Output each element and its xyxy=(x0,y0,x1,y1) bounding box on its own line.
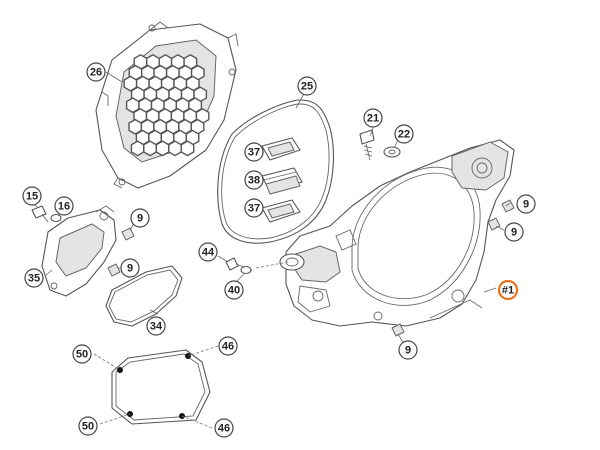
callout-c21: 21 xyxy=(363,108,383,128)
callout-circle xyxy=(120,258,140,278)
honeycomb-cell xyxy=(143,140,158,157)
callout-circle xyxy=(22,186,42,206)
callout-circle xyxy=(72,344,92,364)
part-washer-22 xyxy=(383,146,401,158)
callout-circle xyxy=(244,170,264,190)
callout-c46b: 46 xyxy=(214,418,234,438)
callout-label: 15 xyxy=(26,191,38,203)
callout-circle xyxy=(497,279,519,301)
callout-label: 38 xyxy=(248,175,260,187)
honeycomb-cell xyxy=(180,140,195,157)
callout-circle xyxy=(24,268,44,288)
callout-c50a: 50 xyxy=(72,344,92,364)
callout-label: 16 xyxy=(58,201,70,213)
honeycomb-cell xyxy=(130,140,145,157)
callout-label: 37 xyxy=(248,203,260,215)
part-seal-38 xyxy=(261,167,303,195)
callout-label: 50 xyxy=(82,421,94,433)
honeycomb-cell xyxy=(168,140,182,157)
callout-circle xyxy=(198,242,218,262)
part-ignition-cover xyxy=(95,21,239,189)
callout-label: 9 xyxy=(523,199,529,211)
callout-label: 22 xyxy=(398,129,410,141)
callout-c1: #1 xyxy=(497,279,519,301)
part-screw-15 xyxy=(31,205,49,223)
callout-circle xyxy=(398,340,418,360)
callout-circle xyxy=(146,316,166,336)
part-washer-16 xyxy=(50,213,62,223)
callout-c46a: 46 xyxy=(218,336,238,356)
callout-label: #1 xyxy=(502,285,514,297)
callout-c15: 15 xyxy=(22,186,42,206)
callout-circle xyxy=(78,416,98,436)
part-water-pump-cover xyxy=(41,205,117,297)
callout-label: 40 xyxy=(228,285,240,297)
callout-label: 9 xyxy=(137,213,143,225)
callout-label: 35 xyxy=(28,273,40,285)
callout-c37b: 37 xyxy=(244,198,264,218)
callout-label: 46 xyxy=(218,423,230,435)
callout-layer: 26 25 21 22 37 38 37 15 16 9 9 9 9 9 35 44 40 34 #1 50 46 50 4… xyxy=(22,62,536,438)
callout-label: 26 xyxy=(90,67,102,79)
callout-circle xyxy=(130,208,150,228)
callout-circle xyxy=(297,76,317,96)
dowel-pins-pump xyxy=(107,227,135,277)
callout-c22: 22 xyxy=(394,124,414,144)
honeycomb-grille xyxy=(123,53,210,157)
callout-circle xyxy=(394,124,414,144)
callout-c25: 25 xyxy=(297,76,317,96)
callout-c9d: 9 xyxy=(504,222,524,242)
callout-circle xyxy=(86,62,106,82)
part-cover-gasket xyxy=(217,99,334,244)
callout-label: 21 xyxy=(367,113,379,125)
callout-label: 46 xyxy=(222,341,234,353)
dowel-pins-cover xyxy=(391,199,515,337)
callout-c9a: 9 xyxy=(130,208,150,228)
callout-c40: 40 xyxy=(224,280,244,300)
callout-circle xyxy=(244,142,264,162)
callout-circle xyxy=(363,108,383,128)
callout-label: 34 xyxy=(150,321,163,333)
part-pump-gasket xyxy=(105,265,183,327)
callout-circle xyxy=(504,222,524,242)
callout-c9e: 9 xyxy=(398,340,418,360)
callout-circle xyxy=(244,198,264,218)
part-clutch-cover xyxy=(279,139,515,327)
callout-label: 9 xyxy=(405,345,411,357)
callout-c26: 26 xyxy=(86,62,106,82)
callout-c35: 35 xyxy=(24,268,44,288)
callout-c34: 34 xyxy=(146,316,166,336)
callout-c9c: 9 xyxy=(516,194,536,214)
callout-label: 37 xyxy=(248,147,260,159)
callout-c50b: 50 xyxy=(78,416,98,436)
callout-c9b: 9 xyxy=(120,258,140,278)
callout-c38: 38 xyxy=(244,170,264,190)
callout-label: 9 xyxy=(511,227,517,239)
callout-circle xyxy=(214,418,234,438)
part-bottom-gasket xyxy=(111,349,211,425)
part-seal-37-top xyxy=(261,137,301,161)
part-washer-40 xyxy=(240,265,252,275)
callout-label: 44 xyxy=(202,247,215,259)
callout-circle xyxy=(54,196,74,216)
callout-label: 50 xyxy=(76,349,88,361)
callout-circle xyxy=(516,194,536,214)
callout-label: 9 xyxy=(127,263,133,275)
part-bolt-21 xyxy=(359,129,375,161)
honeycomb-cell xyxy=(155,140,170,157)
callout-c16: 16 xyxy=(54,196,74,216)
callout-label: 25 xyxy=(301,81,313,93)
callout-c44: 44 xyxy=(198,242,218,262)
callout-c37a: 37 xyxy=(244,142,264,162)
callout-circle xyxy=(218,336,238,356)
callout-circle xyxy=(224,280,244,300)
part-seal-37-bottom xyxy=(261,199,301,223)
